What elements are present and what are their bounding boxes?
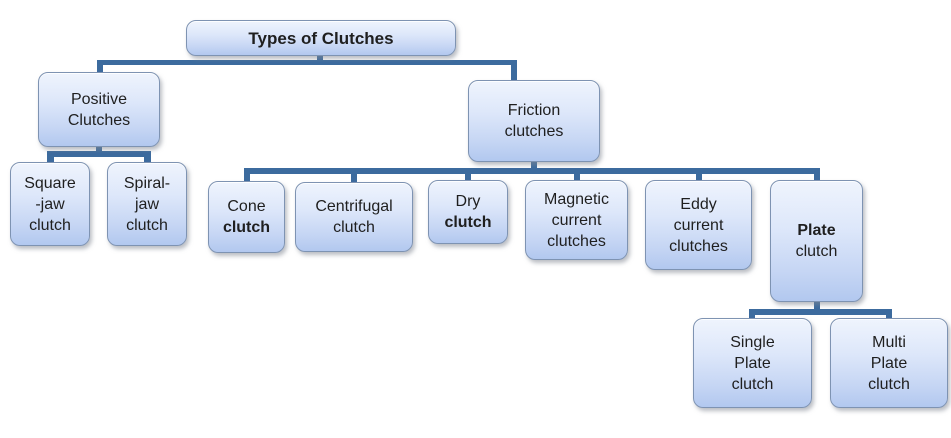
node-spiral-jaw-clutch-label-line: jaw <box>134 195 159 213</box>
node-dry-clutch-label-line: clutch <box>444 214 492 231</box>
node-spiral-jaw-clutch: Spiral-jaw clutch <box>107 162 187 246</box>
connector-drop-plate <box>814 168 820 182</box>
node-eddy-current-clutches-label-line: Eddy <box>680 195 717 213</box>
connector-drop-dry <box>465 168 471 182</box>
node-plate-clutch-label-line: clutch <box>795 243 838 260</box>
connector-drop-cone <box>244 168 250 183</box>
node-spiral-jaw-clutch-label-line: Spiral- <box>123 174 171 192</box>
connector-drop-single-plate <box>749 309 755 320</box>
connector-positive-horizontal <box>47 151 151 157</box>
node-spiral-jaw-clutch-label-line: clutch <box>126 216 168 234</box>
node-friction-clutches-label-line: clutches <box>504 123 564 140</box>
node-square-jaw-clutch-label-line: clutch <box>29 216 71 234</box>
node-magnetic-current-clutches-label-line: current <box>551 211 602 229</box>
node-magnetic-current-clutches: Magnetic current clutches <box>525 180 628 260</box>
node-square-jaw-clutch-label-line: -jaw <box>35 195 65 213</box>
node-centrifugal-clutch-label-line: clutch <box>333 219 375 236</box>
connector-drop-eddy <box>696 168 702 182</box>
connector-positive-stub <box>96 145 102 153</box>
connector-friction-stub <box>531 160 537 169</box>
node-magnetic-current-clutches-label-line: Magnetic <box>544 190 609 208</box>
node-multi-plate-clutch-label-line: clutch <box>868 375 910 393</box>
node-multi-plate-clutch-label-line: Plate <box>870 354 908 372</box>
node-centrifugal-clutch: Centrifugal clutch <box>295 182 413 252</box>
node-types-of-clutches-label-line: Types of Clutches <box>248 28 394 48</box>
node-types-of-clutches: Types of Clutches <box>186 20 456 56</box>
node-plate-clutch: Plate clutch <box>770 180 863 302</box>
connector-root-stub <box>317 54 323 62</box>
node-positive-clutches-label-line: Clutches <box>67 111 131 129</box>
connector-drop-centrifugal <box>351 168 357 184</box>
node-positive-clutches-label-line: Positive <box>70 90 128 108</box>
node-friction-clutches: Friction clutches <box>468 80 600 162</box>
node-single-plate-clutch-label-line: Plate <box>734 354 771 372</box>
connector-drop-square-jaw <box>47 151 54 164</box>
connector-root-horizontal <box>97 60 517 65</box>
node-eddy-current-clutches-label-line: clutches <box>669 237 728 255</box>
node-cone-clutch-label-line: Cone <box>227 198 266 215</box>
connector-drop-positive <box>97 60 103 74</box>
node-magnetic-current-clutches-label-line: clutches <box>547 232 606 250</box>
node-single-plate-clutch-label-line: Single <box>730 333 775 351</box>
node-multi-plate-clutch-label-line: Multi <box>872 333 906 351</box>
node-square-jaw-clutch-label-line: Square <box>24 174 76 192</box>
node-square-jaw-clutch: Square -jaw clutch <box>10 162 90 246</box>
connector-drop-multi-plate <box>886 309 892 320</box>
connector-plate-horizontal <box>749 309 892 315</box>
node-plate-clutch-label-line: Plate <box>797 222 836 239</box>
connector-drop-magnetic <box>574 168 580 182</box>
connector-plate-stub <box>814 300 820 310</box>
connector-friction-horizontal <box>244 168 820 174</box>
node-single-plate-clutch-label-line: clutch <box>731 375 774 393</box>
node-dry-clutch: Dry clutch <box>428 180 508 244</box>
node-dry-clutch-label-line: Dry <box>455 193 481 210</box>
node-cone-clutch: Cone clutch <box>208 181 285 253</box>
node-eddy-current-clutches-label-line: current <box>673 216 724 234</box>
node-centrifugal-clutch-label-line: Centrifugal <box>315 198 393 215</box>
node-eddy-current-clutches: Eddy current clutches <box>645 180 752 270</box>
connector-drop-friction <box>511 60 517 82</box>
node-friction-clutches-label-line: Friction <box>507 102 561 119</box>
connector-drop-spiral-jaw <box>144 151 151 164</box>
node-cone-clutch-label-line: clutch <box>222 219 271 236</box>
